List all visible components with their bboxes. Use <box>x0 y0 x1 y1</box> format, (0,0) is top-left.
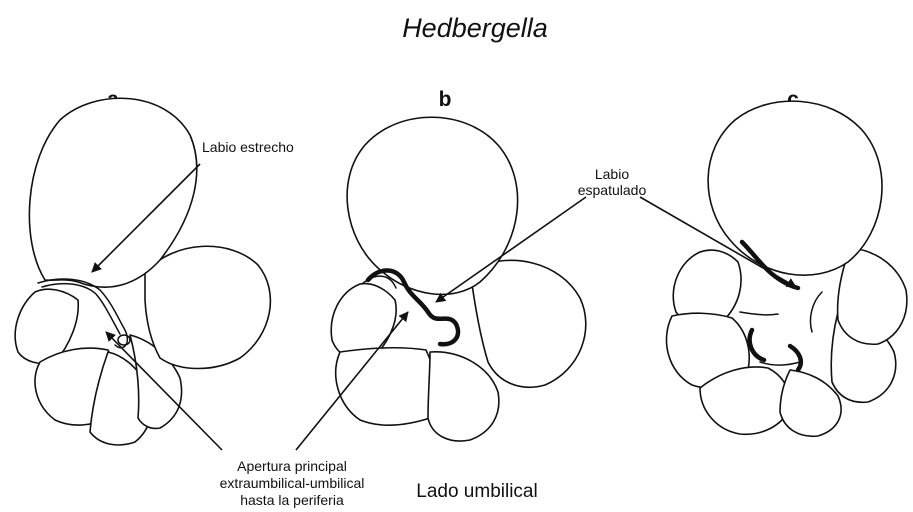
panel-label-b: b <box>439 88 452 111</box>
annotation-aperture-line-1: Apertura principal <box>237 458 347 474</box>
specimen-c-suture-2 <box>740 312 778 315</box>
specimen-c-lip-2 <box>750 330 764 360</box>
specimen-b-chamber-4 <box>428 352 499 441</box>
annotation-spatulate-lip-line-1: Labio <box>595 166 629 182</box>
specimen-c-suture-3 <box>760 362 800 365</box>
view-label: Lado umbilical <box>416 481 537 502</box>
specimen-c-lip-3 <box>790 346 801 370</box>
annotation-aperture-line-3: hasta la periferia <box>240 492 344 508</box>
figure-title: Hedbergella <box>402 13 548 43</box>
specimen-b <box>331 117 586 441</box>
annotation-spatulate-lip-line-2: espatulado <box>578 182 647 198</box>
specimen-b-chamber-5 <box>470 260 586 387</box>
specimen-b-chamber-3 <box>336 348 435 425</box>
specimen-a-chamber-6 <box>145 246 270 368</box>
specimen-c-suture-1 <box>810 292 822 332</box>
annotation-narrow-lip: Labio estrecho <box>202 139 294 155</box>
specimen-b-chamber-final <box>347 117 518 294</box>
specimen-c-chamber-final <box>708 101 882 275</box>
annotation-aperture-line-2: extraumbilical-umbilical <box>220 475 365 491</box>
specimen-c <box>666 101 906 436</box>
